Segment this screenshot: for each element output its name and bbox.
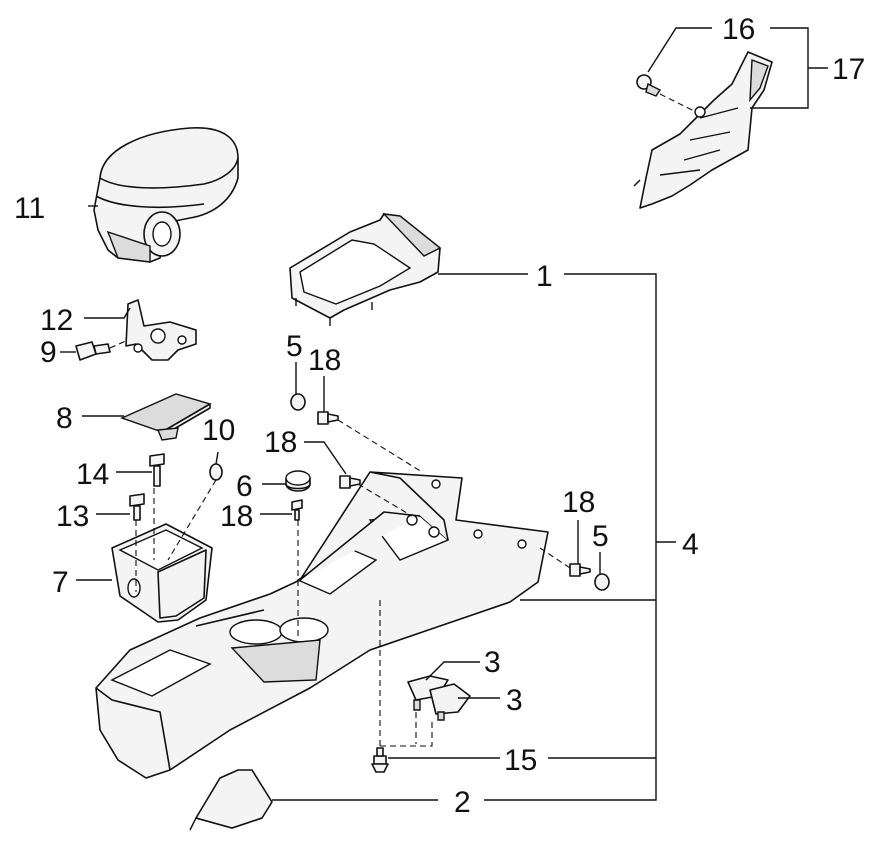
callout-11: 11 bbox=[14, 192, 45, 225]
part-10-clip bbox=[209, 463, 223, 481]
callout-16: 16 bbox=[722, 13, 755, 46]
callout-17: 17 bbox=[832, 53, 865, 86]
part-13-bolt bbox=[129, 493, 145, 521]
assembly-line bbox=[109, 339, 129, 349]
part-2-shift-boot bbox=[189, 769, 273, 831]
callout-18-mid: 18 bbox=[264, 426, 297, 459]
part-18-screw-upper bbox=[317, 411, 339, 425]
callout-2: 2 bbox=[454, 786, 471, 819]
callout-18-upper: 18 bbox=[308, 344, 341, 377]
part-17-heat-shield bbox=[633, 51, 773, 209]
part-16-clip bbox=[636, 74, 662, 97]
part-4-console-body bbox=[95, 471, 549, 779]
leader-lines bbox=[60, 27, 828, 801]
callout-6: 6 bbox=[236, 470, 253, 503]
callout-8: 8 bbox=[56, 402, 73, 435]
assembly-line bbox=[659, 93, 697, 113]
part-11-armrest bbox=[93, 127, 239, 263]
callout-18-right: 18 bbox=[562, 486, 595, 519]
callout-18-bin: 18 bbox=[220, 500, 253, 533]
part-18-screw-right bbox=[569, 563, 591, 577]
callout-3-upper: 3 bbox=[484, 646, 501, 679]
callout-12: 12 bbox=[40, 304, 73, 337]
callout-4: 4 bbox=[682, 528, 699, 561]
part-9-bolt bbox=[75, 341, 111, 361]
callout-9: 9 bbox=[40, 336, 57, 369]
callout-13: 13 bbox=[56, 500, 89, 533]
part-8-storage-mat bbox=[120, 393, 212, 441]
part-14-bolt bbox=[149, 453, 165, 487]
callout-labels: 16 17 11 1 12 9 5 18 8 10 18 14 6 13 18 … bbox=[14, 13, 865, 819]
part-5-plug-left bbox=[290, 393, 306, 411]
assembly-lines bbox=[135, 419, 571, 747]
callout-14: 14 bbox=[76, 458, 109, 491]
callout-1: 1 bbox=[536, 260, 553, 293]
part-6-cap bbox=[285, 470, 311, 492]
part-18-screw-bin bbox=[291, 499, 303, 521]
part-18-screw-mid bbox=[339, 475, 361, 489]
callout-5-left: 5 bbox=[286, 330, 303, 363]
callout-15: 15 bbox=[504, 744, 537, 777]
callout-5-right: 5 bbox=[592, 520, 609, 553]
part-12-bracket bbox=[125, 299, 197, 361]
part-15-screw bbox=[371, 747, 389, 773]
part-3-switch-lower bbox=[429, 683, 471, 721]
part-7-storage-bin bbox=[111, 523, 213, 623]
part-5-plug-right bbox=[594, 573, 610, 591]
callout-3-lower: 3 bbox=[506, 684, 523, 717]
callout-10: 10 bbox=[202, 414, 235, 447]
callout-7: 7 bbox=[52, 566, 69, 599]
part-1-shift-bezel bbox=[289, 213, 442, 326]
